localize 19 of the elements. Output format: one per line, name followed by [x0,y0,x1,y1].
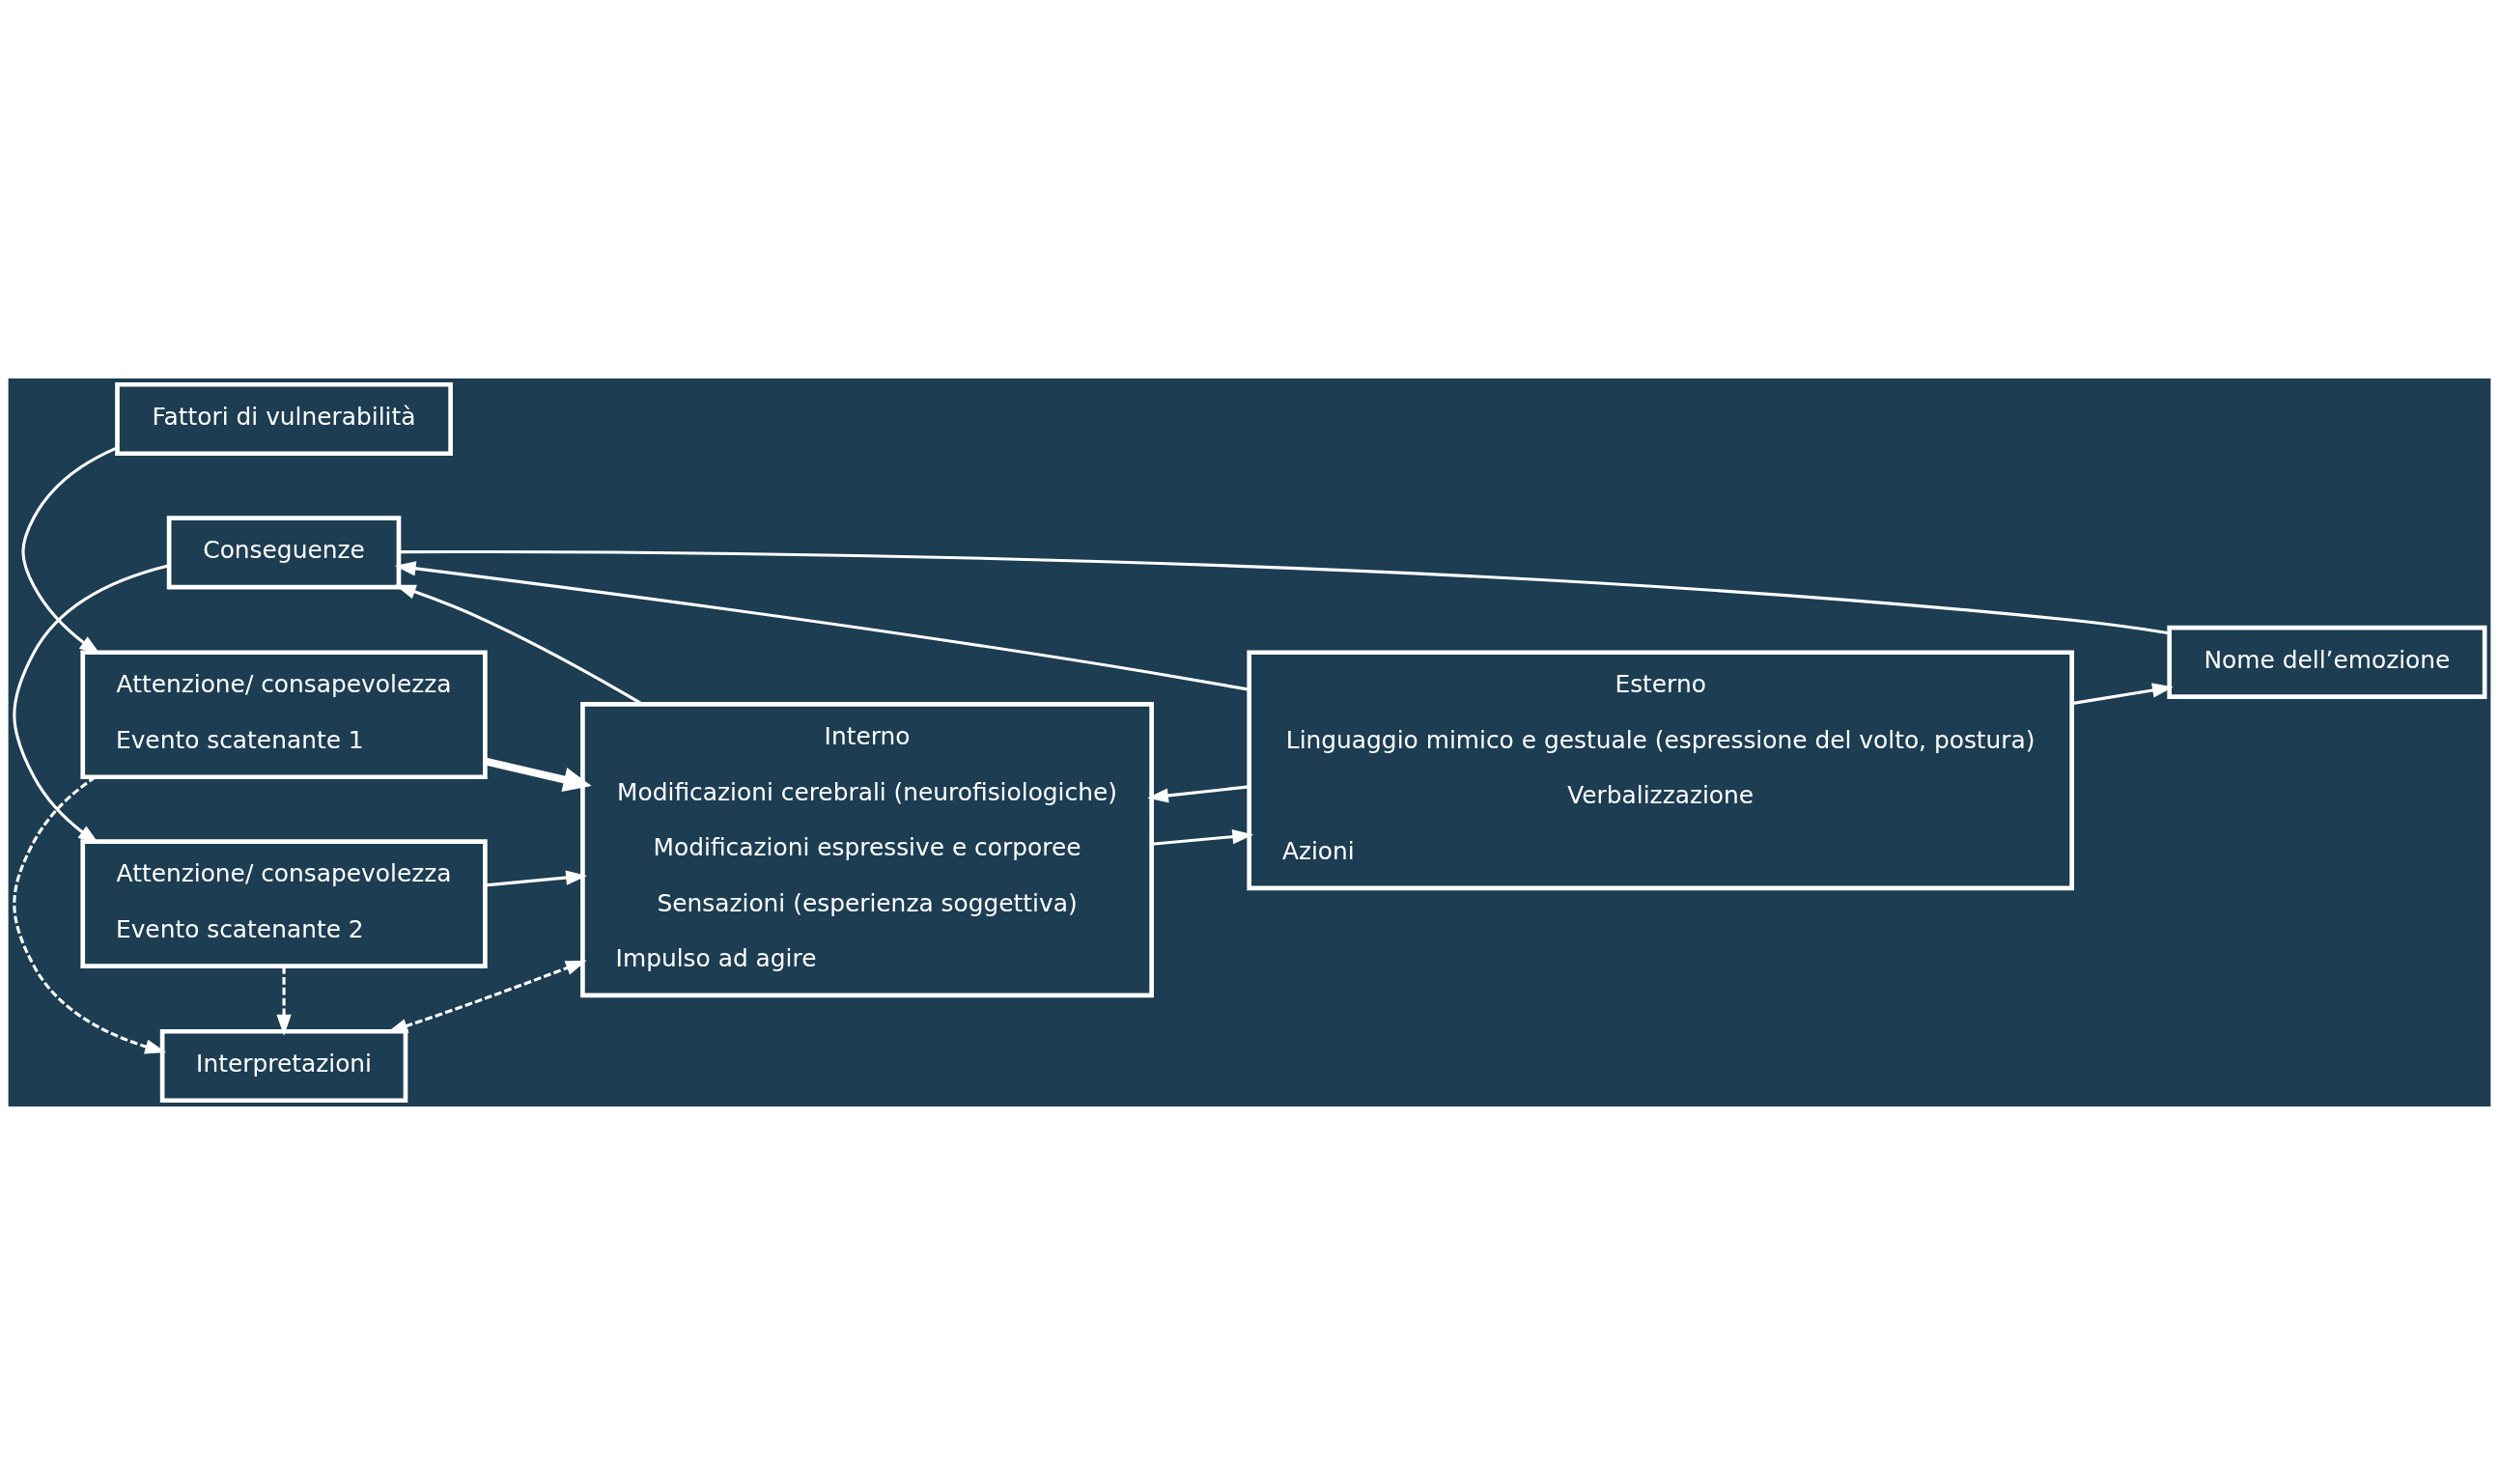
connector [399,549,2170,634]
arrow [1151,828,1254,846]
node-box: Nome dell’emozione [2167,625,2487,699]
node-box: Conseguenze [166,515,402,589]
arrow [2071,682,2174,705]
arrow [276,966,292,1036]
arrow [394,560,1250,691]
node-box: Attenzione/ consapevolezza Evento scatenante 1 [80,649,488,779]
arrow [1147,784,1250,803]
arrow [13,563,170,844]
node-box: Interno Modificazioni cerebrali (neurofisiologiche) Modificazioni espressive e corporee Sensazioni (esperienza soggettiva) Impulso ad agire [580,701,1154,997]
arrow [13,775,167,1053]
arrow [485,869,587,886]
node-box: Fattori di vulnerabilità [115,381,453,456]
arrow [394,584,643,705]
node-box: Esterno Linguaggio mimico e gestuale (espressione del volto, postura) Verbalizzazione Azioni [1247,649,2074,890]
node-box: Interpretazioni [159,1028,408,1103]
arrow [484,757,592,792]
node-box: Attenzione/ consapevolezza Evento scatenante 2 [80,838,488,968]
